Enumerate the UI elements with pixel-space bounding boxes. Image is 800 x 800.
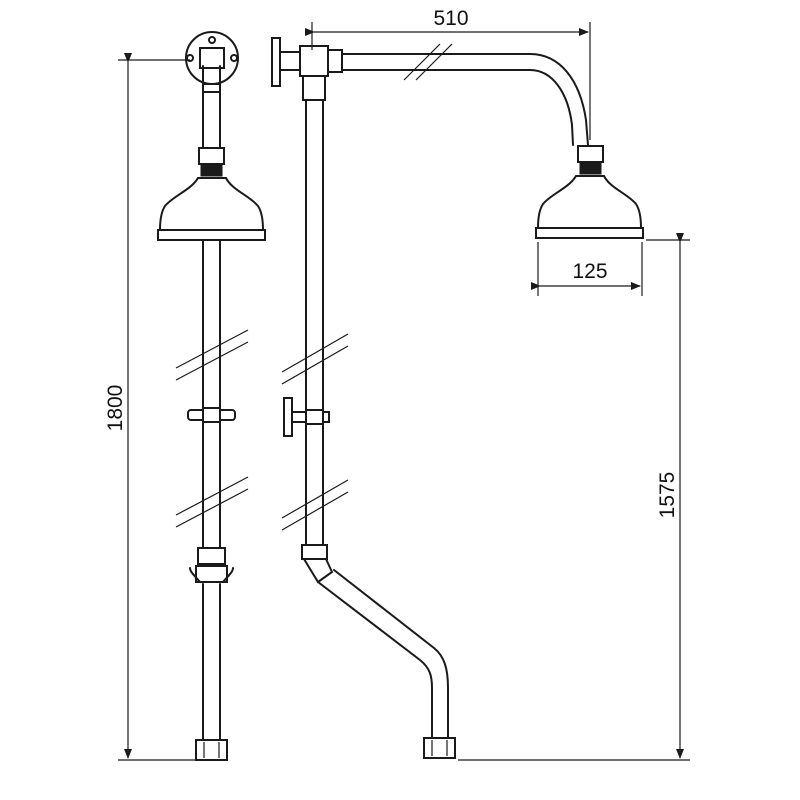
overall-height-label: 1800	[104, 385, 127, 432]
head-diameter-label: 125	[572, 260, 607, 283]
front-view	[157, 31, 266, 761]
side-shower-head	[536, 175, 643, 229]
front-shower-head	[158, 177, 265, 231]
side-view	[271, 37, 644, 759]
diagonal-supply-pipe	[317, 581, 433, 739]
dimension-head-diameter: 125	[531, 242, 643, 296]
shower-arm	[341, 53, 589, 146]
dimension-arm-length: 510	[305, 7, 591, 140]
arm-length-label: 510	[433, 7, 468, 30]
side-wall-flange	[271, 37, 281, 87]
head-height-label: 1575	[656, 472, 679, 519]
dimension-overall-height: 1800	[104, 53, 196, 761]
dimension-head-height: 1575	[458, 233, 690, 761]
